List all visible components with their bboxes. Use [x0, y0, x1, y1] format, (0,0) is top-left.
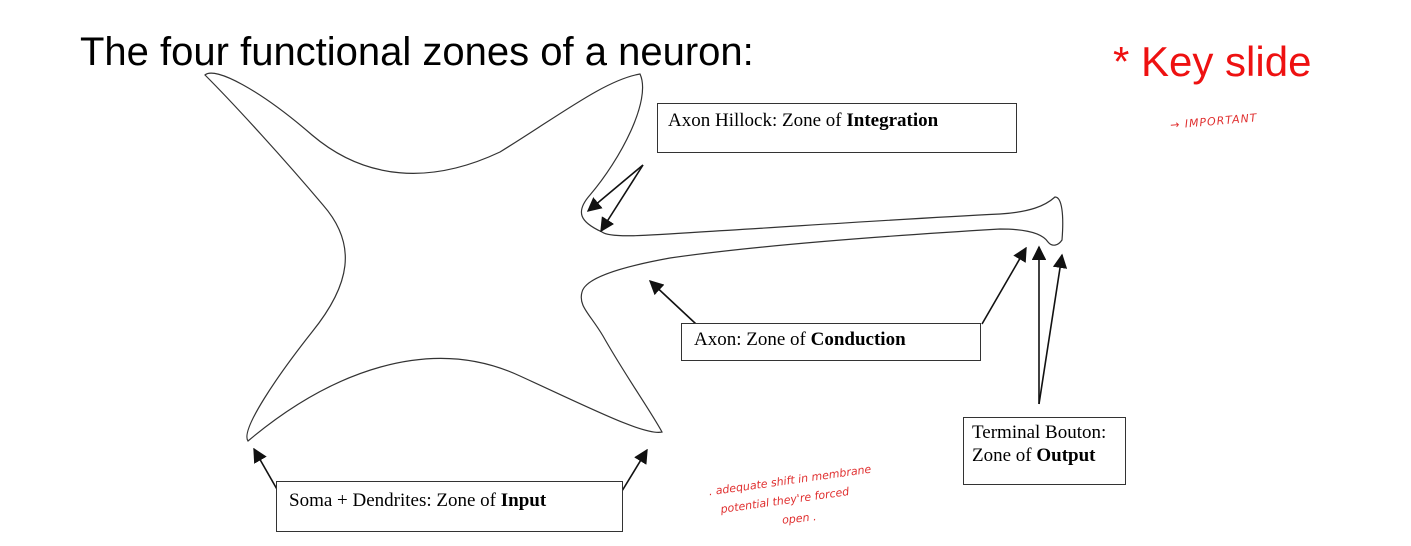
label-axon-hillock: Axon Hillock: Zone of Integration	[657, 103, 1017, 153]
arrow-terminal-c	[1038, 253, 1068, 405]
label-axon-hillock-prefix: Axon Hillock: Zone of	[668, 110, 847, 131]
label-terminal-prefix: Zone of	[972, 445, 1037, 466]
label-axon-hillock-bold: Integration	[846, 110, 939, 131]
key-slide-note: * Key slide	[1113, 38, 1312, 85]
arrow-hillock-lower	[600, 164, 644, 233]
arrow-hillock-upper	[586, 164, 644, 212]
label-soma-bold: Input	[500, 490, 547, 511]
arrow-terminal-a	[981, 246, 1027, 325]
slide-title: The four functional zones of a neuron:	[80, 30, 754, 74]
label-soma-dendrites: Soma + Dendrites: Zone of Input	[276, 481, 623, 532]
neuron-outline	[204, 72, 1064, 442]
label-terminal-bold: Output	[1036, 445, 1096, 466]
label-terminal-line1: Terminal Bouton:	[972, 422, 1107, 443]
label-axon-bold: Conduction	[810, 329, 906, 350]
label-axon-prefix: Axon: Zone of	[694, 329, 811, 350]
arrow-axon	[648, 280, 697, 325]
label-terminal-bouton: Terminal Bouton:Zone of Output	[963, 417, 1126, 485]
label-soma-prefix: Soma + Dendrites: Zone of	[289, 490, 501, 511]
label-terminal-line2: Zone of Output	[972, 444, 1125, 467]
label-axon: Axon: Zone of Conduction	[681, 323, 981, 361]
arrow-soma-left	[253, 447, 279, 492]
arrow-soma-right	[621, 448, 648, 492]
